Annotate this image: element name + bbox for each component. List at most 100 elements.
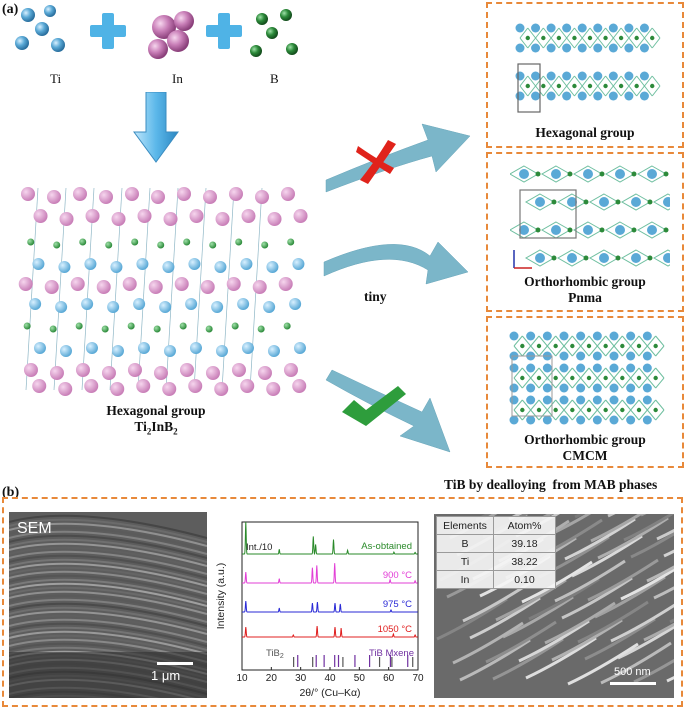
result-box-pnma: Orthorhombic group Pnma [486,152,684,312]
atom [592,395,602,405]
atom [535,253,545,263]
atom [70,277,85,291]
atom [603,35,608,41]
atom [642,351,652,361]
result-box-cmcm: Orthorhombic group CMCM [486,316,684,468]
atom [639,23,649,33]
atom [663,253,670,263]
scale-bar-label: 500 nm [614,666,651,678]
atom [577,91,587,101]
atom [553,407,558,413]
atom [608,23,618,33]
atom [593,23,603,33]
atom [211,301,224,313]
bond [556,193,588,211]
atom [647,255,653,261]
atom [593,91,603,101]
atom [215,345,228,357]
table-cell: 0.10 [493,570,556,589]
atom [542,363,552,373]
atom [647,169,657,179]
atom [287,238,295,246]
atom [520,407,525,413]
atom [188,379,203,393]
atom [542,415,552,425]
atom [231,363,246,377]
atom [111,212,126,226]
bond [540,165,572,183]
atom [535,197,545,207]
atom [639,91,649,101]
atom [261,241,269,249]
atom [519,169,529,179]
hexagonal-structure-image [515,23,661,113]
atom [283,363,298,377]
atom [53,241,61,249]
atom [131,238,139,246]
scale-bar-label: 1 μm [151,668,181,683]
atom [49,366,64,380]
reference-label: TiB2 [266,648,284,660]
atom [137,342,150,354]
atom [110,382,125,396]
table-header-row: Elements Atom% [436,516,556,535]
atom [609,331,619,341]
atom [536,375,542,381]
atom [215,212,230,226]
atom [608,91,618,101]
atom [577,23,587,33]
atom [609,395,619,405]
in-label: In [172,71,183,86]
atom [531,71,541,81]
atom [137,209,152,223]
atom [576,363,586,373]
atom [546,91,556,101]
atom [133,298,146,310]
atom [267,345,280,357]
atom [241,209,256,223]
atom [509,415,519,425]
bond [524,193,556,211]
atom [148,280,163,294]
x-tick-label: 20 [266,673,278,684]
atom [509,331,519,341]
atom [526,331,536,341]
atom [592,363,602,373]
ti2inb2-crystal-structure [18,187,308,396]
atom [647,199,653,205]
atom [84,258,97,270]
atom [546,43,556,53]
atom [653,343,658,349]
atom [642,331,652,341]
atom [570,407,575,413]
ti-atoms-icon [15,5,65,52]
atom [252,280,267,294]
atom [631,171,637,177]
atom [663,197,670,207]
panel-b-heading: TiB by dealloying from MAB phases [444,477,658,492]
atom [551,199,557,205]
atom [609,363,619,373]
atom [618,35,624,41]
xrd-series-line [242,600,418,613]
atom [576,331,586,341]
bond [572,165,604,183]
atom [626,331,636,341]
atom [624,91,634,101]
atom [283,322,291,330]
atom [551,169,561,179]
table-row: Ti 38.22 [436,552,556,571]
atom [179,322,187,330]
x-tick-label: 50 [354,673,366,684]
atom [624,71,634,81]
atom [75,363,90,377]
atom [587,35,593,41]
atom [111,345,124,357]
atom [153,366,168,380]
bond [652,193,670,211]
atom [556,83,562,89]
atom [653,407,658,413]
atom [626,395,636,405]
atom [592,331,602,341]
